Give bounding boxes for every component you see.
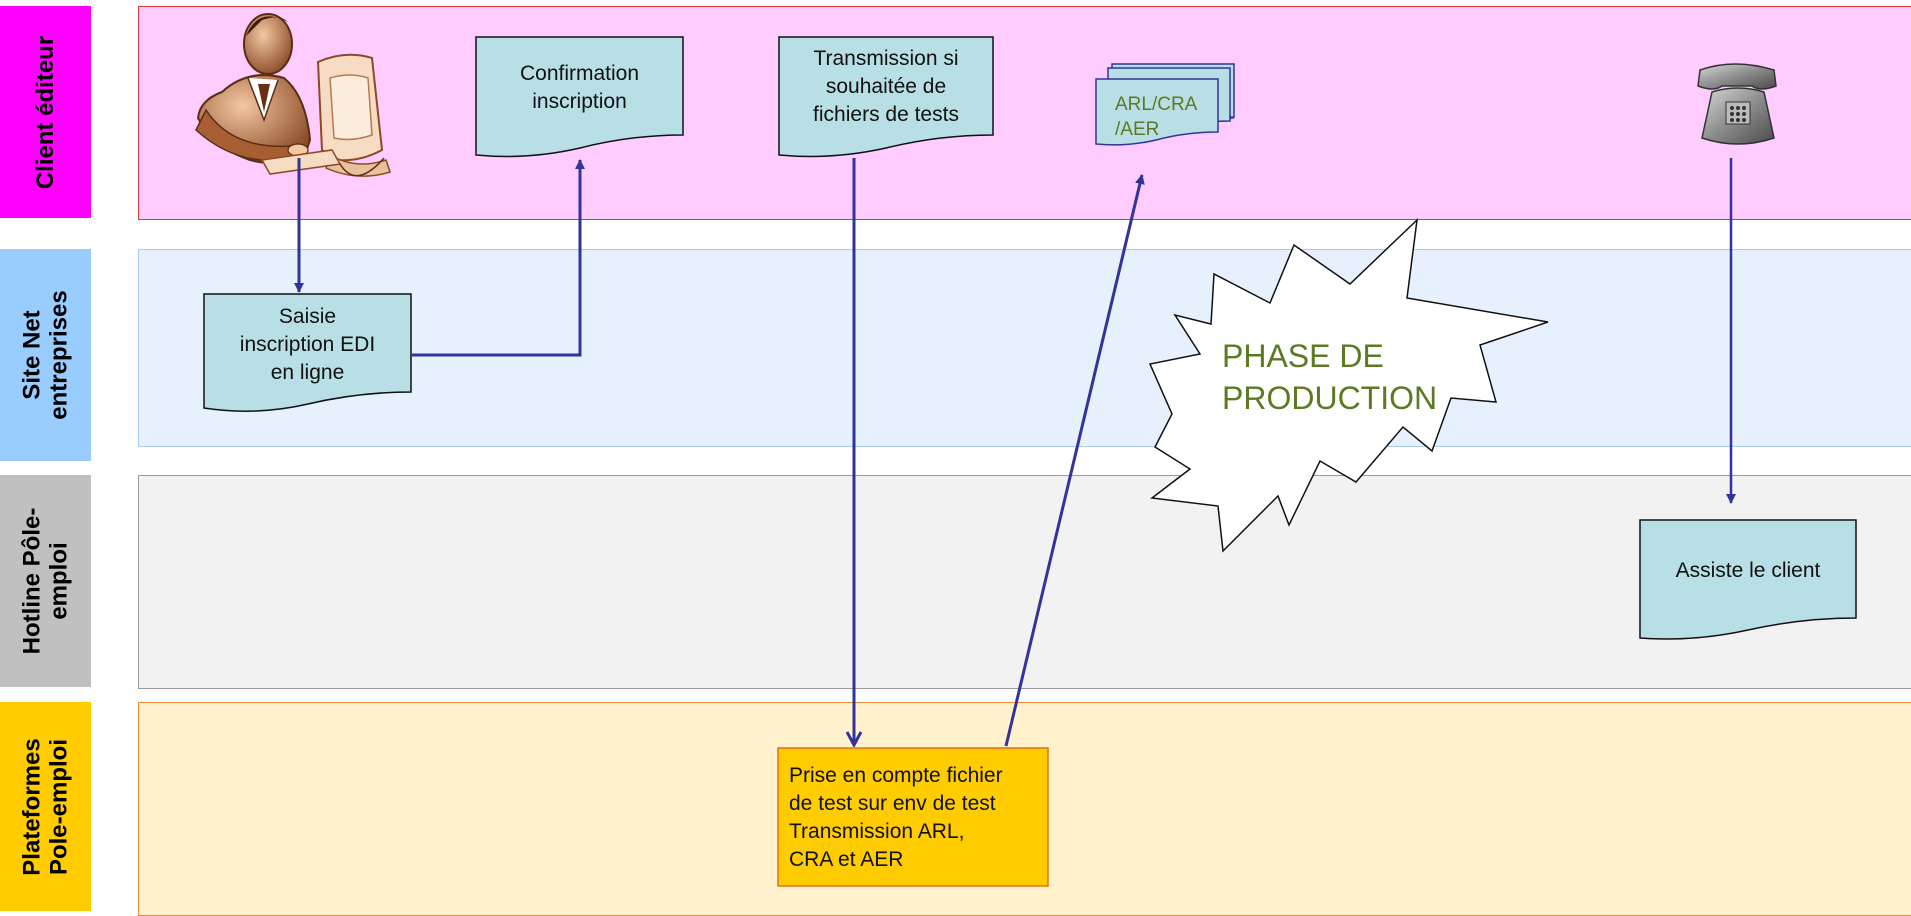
arl-cra-aer-text: ARL/CRA /AER <box>1115 94 1198 140</box>
transmission-document-shape <box>778 36 994 158</box>
confirmation-document-shape <box>475 36 684 158</box>
lane-hotline-area <box>138 475 1911 689</box>
user-at-computer-icon <box>195 13 391 177</box>
lane-client-editeur-area <box>138 6 1911 220</box>
arrow-saisie-to-confirmation <box>411 159 585 357</box>
saisie-document-shape <box>203 293 412 412</box>
telephone-icon <box>1697 63 1777 145</box>
prise-en-compte-text: Prise en compte fichier de test sur env … <box>789 764 1003 871</box>
lane-label-client-editeur: Client éditeur <box>0 6 91 218</box>
lane-site-net-area <box>138 249 1911 447</box>
phase-de-production-text: PHASE DE PRODUCTION <box>1222 338 1438 416</box>
lane-label-hotline: Hotline Pôle- emploi <box>0 475 91 687</box>
confirmation-document-text: Confirmation inscription <box>519 62 640 113</box>
phase-de-production-starburst <box>1148 217 1549 553</box>
saisie-document-text: Saisie inscription EDI en ligne <box>239 305 376 384</box>
arl-cra-aer-document-stack <box>1095 63 1235 146</box>
arrow-prise-to-arl <box>1004 174 1145 747</box>
lane-label-plateformes: Plateformes Pole-emploi <box>0 702 91 911</box>
transmission-document-text: Transmission si souhaitée de fichiers de… <box>813 47 959 126</box>
lane-label-site-net-entreprises: Site Net entreprises <box>0 249 91 461</box>
assiste-document-text: Assiste le client <box>1675 559 1821 582</box>
prise-en-compte-process-box <box>777 747 1049 887</box>
assiste-document-shape <box>1639 519 1857 640</box>
